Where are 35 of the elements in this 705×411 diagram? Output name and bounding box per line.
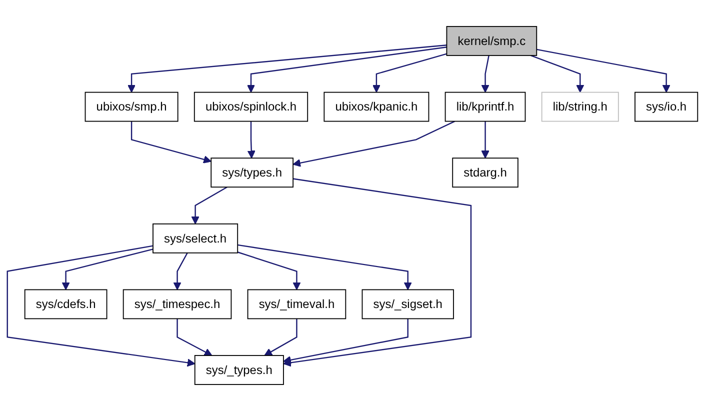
arrow: [246, 46, 447, 93]
node-box: sys/_timeval.h: [247, 289, 346, 320]
node-box: sys/_sigset.h: [362, 289, 454, 320]
node-box: ubixos/smp.h: [84, 92, 178, 122]
arrow: [481, 55, 490, 93]
arrow: [292, 120, 456, 167]
arrow: [130, 121, 212, 164]
node-box: sys/_timespec.h: [122, 289, 232, 320]
arrow: [283, 178, 472, 367]
arrow: [238, 244, 412, 290]
node-box: sys/cdefs.h: [24, 289, 108, 320]
arrow: [173, 252, 188, 290]
arrow: [530, 54, 584, 93]
node-box: lib/string.h: [541, 92, 619, 122]
arrow: [481, 121, 490, 158]
node-box: sys/_types.h: [194, 355, 284, 385]
node-box: kernel/smp.c: [446, 26, 538, 56]
node-box: ubixos/kpanic.h: [324, 92, 430, 122]
arrow: [237, 252, 301, 290]
arrow: [247, 121, 256, 158]
node-box: sys/types.h: [210, 158, 294, 188]
arrow: [6, 245, 196, 367]
node-box: ubixos/spinlock.h: [194, 92, 308, 122]
node-box: stdarg.h: [452, 158, 518, 188]
arrow: [62, 248, 154, 290]
arrow: [191, 186, 228, 224]
arrow: [372, 53, 447, 93]
arrow: [283, 318, 408, 364]
arrow: [536, 48, 670, 93]
arrow: [128, 44, 447, 93]
arrow: [176, 318, 212, 356]
arrow: [264, 318, 298, 356]
node-box: sys/select.h: [152, 223, 238, 254]
node-box: lib/kprintf.h: [444, 92, 526, 122]
node-box: sys/io.h: [634, 92, 698, 122]
